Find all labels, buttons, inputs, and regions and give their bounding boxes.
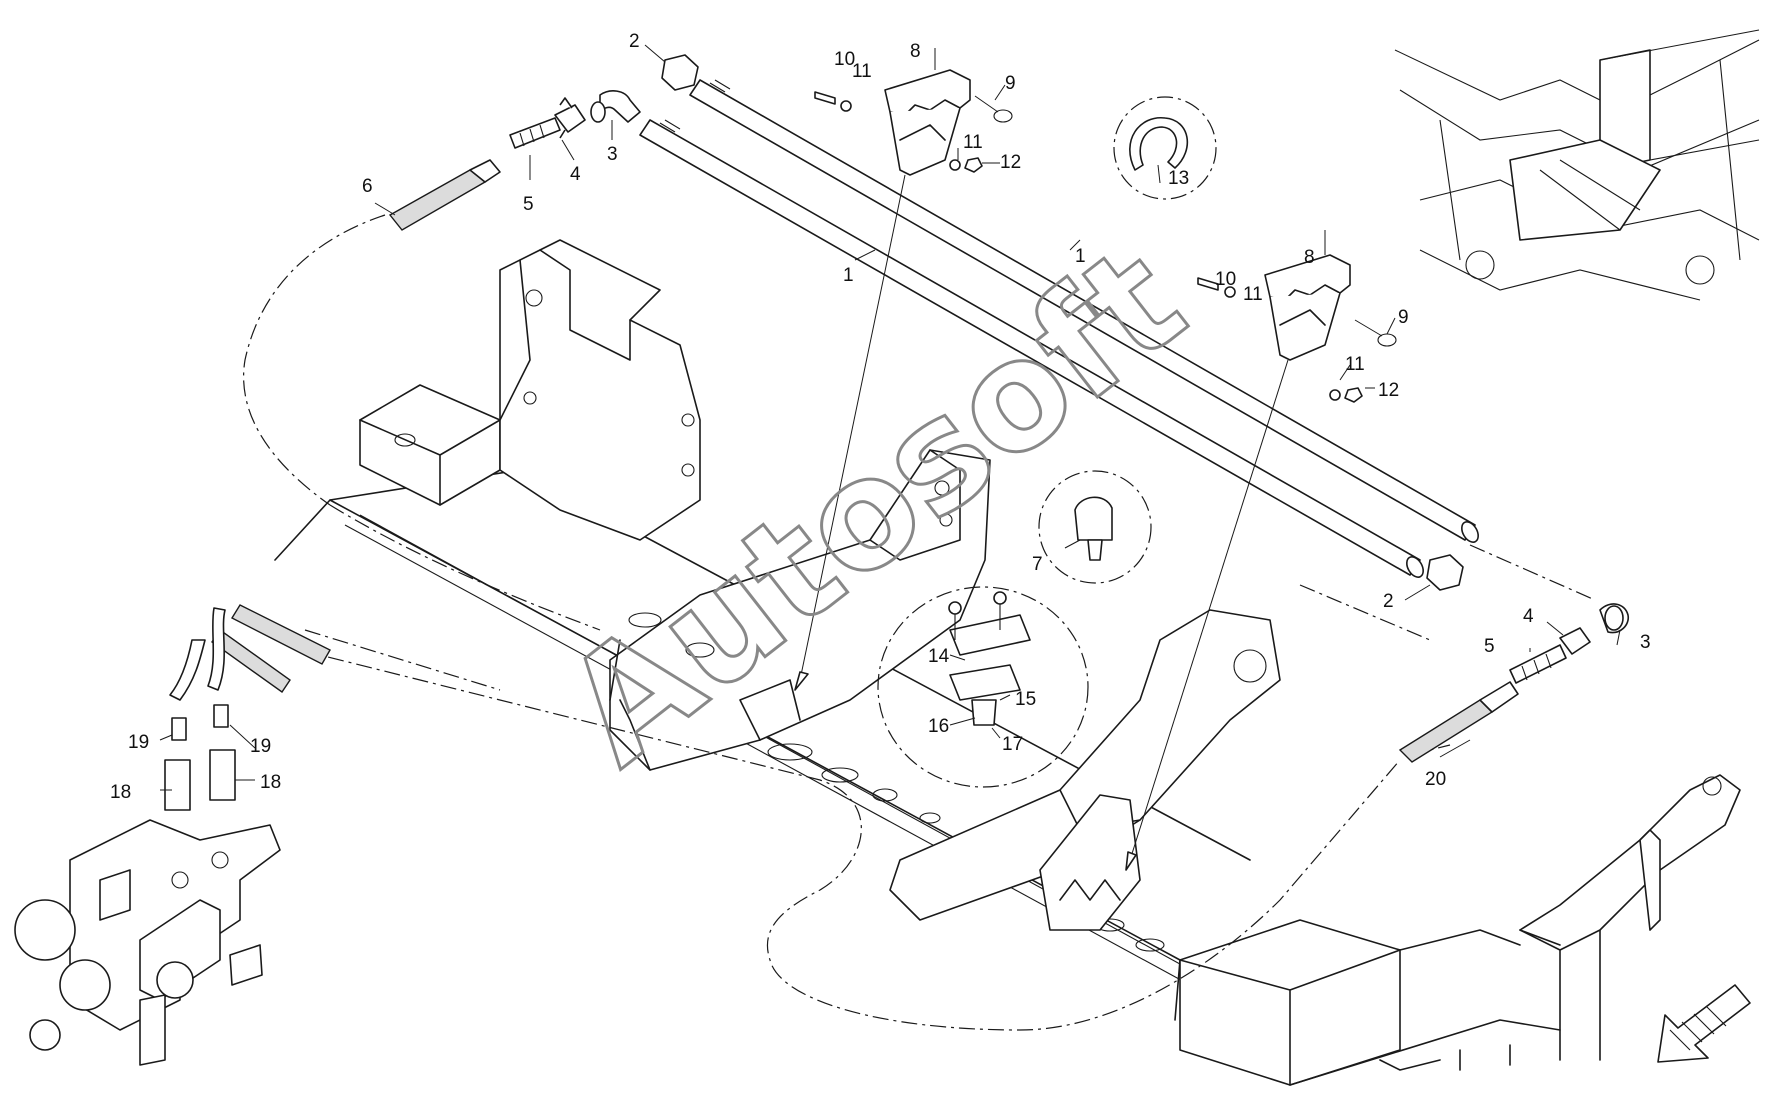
detail-14-17: [877, 586, 1089, 788]
callout-11-lower-b: 11: [1345, 354, 1365, 375]
callout-1-upper: 1: [843, 265, 854, 286]
callout-7: 7: [1032, 554, 1043, 575]
callout-5-right: 5: [1484, 636, 1495, 657]
callout-11-upper-b: 11: [963, 132, 983, 153]
callout-17: 17: [1002, 734, 1023, 755]
callout-8-lower: 8: [1304, 247, 1315, 268]
routing-lines: [243, 214, 1596, 1031]
detail-7: [1038, 470, 1152, 584]
callout-2-bottom: 2: [1383, 591, 1394, 612]
callout-11-lower-a: 11: [1243, 284, 1263, 305]
fittings-right: [1398, 603, 1630, 763]
callout-9-lower: 9: [1398, 307, 1409, 328]
callout-13: 13: [1168, 168, 1189, 189]
callout-10-upper: 10: [834, 49, 855, 70]
callout-5-left: 5: [523, 194, 534, 215]
clamp-lower: [1197, 254, 1397, 403]
callout-11-upper-a: 11: [852, 61, 872, 82]
leader-lines: [159, 44, 1621, 871]
callout-20: 20: [1425, 769, 1446, 790]
callout-18-right: 18: [260, 772, 281, 793]
valve-block: [14, 819, 281, 1066]
pipe-assemblies: [639, 54, 1479, 591]
callout-2-top: 2: [629, 31, 640, 52]
callout-14: 14: [928, 646, 950, 667]
callout-9-upper: 9: [1005, 73, 1016, 94]
callout-19-right: 19: [250, 736, 271, 757]
callout-10-lower: 10: [1215, 269, 1236, 290]
callout-4-right: 4: [1523, 606, 1534, 627]
callout-18-left: 18: [110, 782, 131, 803]
arrow-icon: [1657, 984, 1751, 1063]
machine-frame: [274, 239, 1741, 1086]
clamp-upper: [814, 69, 1013, 176]
callout-15: 15: [1015, 689, 1036, 710]
quick-couplers: [164, 604, 331, 811]
callout-4-left: 4: [570, 164, 581, 185]
hex-nut-top: [661, 54, 699, 91]
callout-1-lower: 1: [1075, 246, 1086, 267]
callout-19-left: 19: [128, 732, 149, 753]
callout-16: 16: [928, 716, 949, 737]
callout-12-upper: 12: [1000, 152, 1021, 173]
hex-nut-bottom: [1426, 554, 1464, 591]
callout-6: 6: [362, 176, 373, 197]
callout-3-left: 3: [607, 144, 618, 165]
callout-labels: 1 1 2 2 3 3 4 4 5 5 6 7 8 8 9 9 10 10 11…: [110, 31, 1651, 803]
callout-12-lower: 12: [1378, 380, 1399, 401]
callout-3-right: 3: [1640, 632, 1651, 653]
fittings-top-left: [388, 90, 641, 231]
callout-8-upper: 8: [910, 41, 921, 62]
location-inset: [1394, 28, 1760, 304]
detail-13: [1113, 96, 1217, 200]
